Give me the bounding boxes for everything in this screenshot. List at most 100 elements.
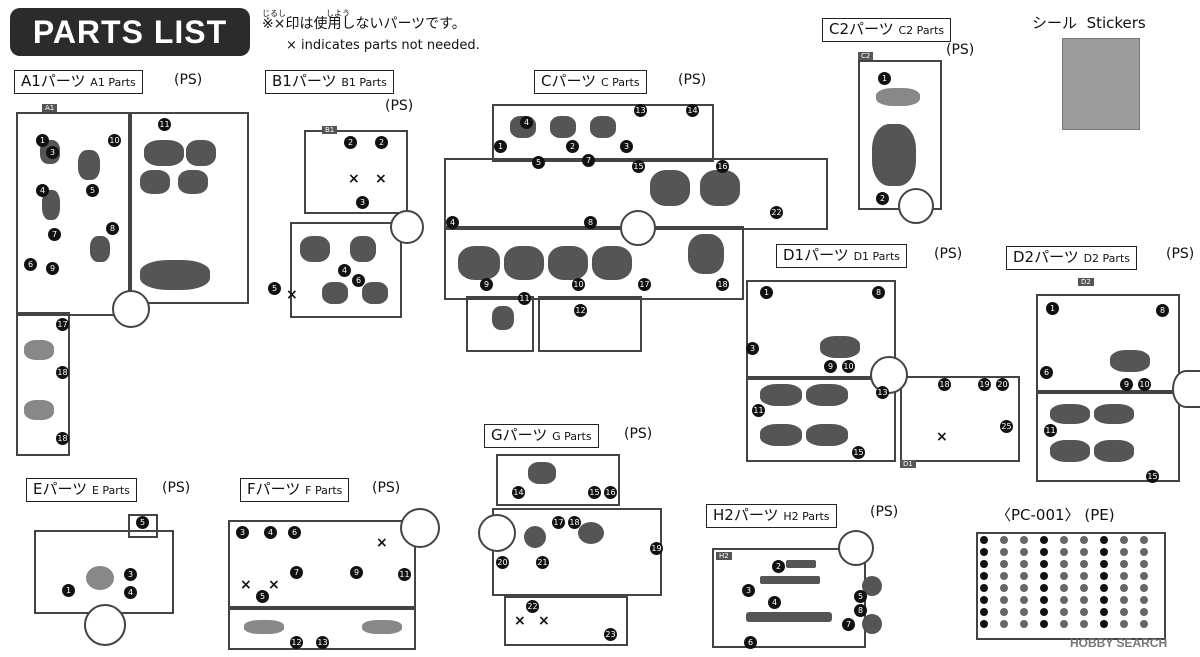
furigana-1: じるし (262, 9, 286, 18)
pc-peg (1120, 608, 1128, 616)
h2-part (862, 614, 882, 634)
d2-part (1050, 404, 1090, 424)
h2-part (746, 612, 832, 622)
d1-cross-mark: × (936, 429, 948, 445)
a1-part-number: 8 (106, 222, 119, 235)
c-part (458, 246, 500, 280)
pc-peg (1000, 536, 1008, 544)
c2-gate (898, 188, 934, 224)
note-en: × indicates parts not needed. (286, 38, 480, 53)
a1-runner-frame-tail (16, 312, 70, 456)
pc-peg (1060, 536, 1068, 544)
b1-runner-frame-bottom (290, 222, 402, 318)
f-material: (PS) (372, 480, 401, 496)
pc-peg (1100, 572, 1108, 580)
pc-peg (1060, 596, 1068, 604)
f-cross-mark: × (268, 577, 280, 593)
b1-part-number: 2 (344, 136, 357, 149)
c2-label: C2パーツ C2 Parts (822, 18, 952, 42)
d2-part-number: 1 (1046, 302, 1059, 315)
pc-peg (1020, 584, 1028, 592)
e-part-number: 1 (62, 584, 75, 597)
d2-runner-frame-bottom (1036, 390, 1180, 482)
pc-peg (980, 620, 988, 628)
c-part-number: 3 (620, 140, 633, 153)
pc-peg (1140, 584, 1148, 592)
pc-peg (1120, 584, 1128, 592)
h2-part (862, 576, 882, 596)
g-part-number: 17 (552, 516, 565, 529)
b1-part-number: 4 (338, 264, 351, 277)
c2-part (876, 88, 920, 106)
c-part (504, 246, 544, 280)
d1-gate (870, 356, 908, 394)
f-part (244, 620, 284, 634)
c-runner-frame-top (492, 104, 714, 162)
pc-peg (1060, 620, 1068, 628)
f-cross-mark: × (376, 535, 388, 551)
pc-peg (1140, 596, 1148, 604)
g-part-number: 21 (536, 556, 549, 569)
pc-peg (1120, 560, 1128, 568)
pc-peg (1040, 596, 1048, 604)
pc-peg (1100, 596, 1108, 604)
c-part-number: 4 (520, 116, 533, 129)
g-part-number: 22 (526, 600, 539, 613)
pc-peg (1100, 548, 1108, 556)
pc-peg (1100, 608, 1108, 616)
a1-part (186, 140, 216, 166)
c-part (688, 234, 724, 274)
pc-peg (1000, 620, 1008, 628)
a1-part (78, 150, 100, 180)
pc-peg (1020, 560, 1028, 568)
d1-label: D1パーツ D1 Parts (776, 244, 907, 268)
d1-part (760, 424, 802, 446)
d2-part-number: 8 (1156, 304, 1169, 317)
c-part-number: 1 (494, 140, 507, 153)
pc-runner-frame (976, 532, 1166, 640)
d1-part-number: 19 (978, 378, 991, 391)
c-material: (PS) (678, 72, 707, 88)
pc-peg (980, 596, 988, 604)
pc-peg (1020, 548, 1028, 556)
pc-peg (1060, 548, 1068, 556)
a1-part-number: 3 (46, 146, 59, 159)
c-part-number: 2 (566, 140, 579, 153)
d2-part (1094, 440, 1134, 462)
c-gate (620, 210, 656, 246)
c-part-number: 10 (572, 278, 585, 291)
pc-peg (1080, 608, 1088, 616)
c-part-number: 18 (716, 278, 729, 291)
pc-peg (1080, 560, 1088, 568)
pc-peg (980, 608, 988, 616)
a1-part-number: 11 (158, 118, 171, 131)
pc-peg (1020, 572, 1028, 580)
c-part-number: 12 (574, 304, 587, 317)
d1-part-number: 15 (852, 446, 865, 459)
a1-part-number: 5 (86, 184, 99, 197)
d2-part (1094, 404, 1134, 424)
g-runner-frame-top (496, 454, 620, 506)
d1-part-number: 13 (876, 386, 889, 399)
sticker-sheet (1062, 38, 1140, 130)
f-cross-mark: × (240, 577, 252, 593)
a1-part (140, 260, 210, 290)
pc-peg (1120, 596, 1128, 604)
a1-part-number: 10 (108, 134, 121, 147)
c-part-number: 14 (686, 104, 699, 117)
a1-part (90, 236, 110, 262)
pc-peg (1140, 620, 1148, 628)
d1-runner-frame-right (900, 376, 1020, 462)
e-label: Eパーツ E Parts (26, 478, 137, 502)
a1-gate (112, 290, 150, 328)
e-runner-frame-top (128, 514, 158, 538)
pc-peg (1060, 560, 1068, 568)
c-part (492, 306, 514, 330)
c2-part-number: 2 (876, 192, 889, 205)
pc-peg (1120, 620, 1128, 628)
watermark-logo: HOBBY SEARCH (1070, 636, 1168, 650)
a1-label: A1パーツ A1 Parts (14, 70, 143, 94)
d1-material: (PS) (934, 246, 963, 262)
c-part-number: 15 (632, 160, 645, 173)
h2-part-number: 5 (854, 590, 867, 603)
